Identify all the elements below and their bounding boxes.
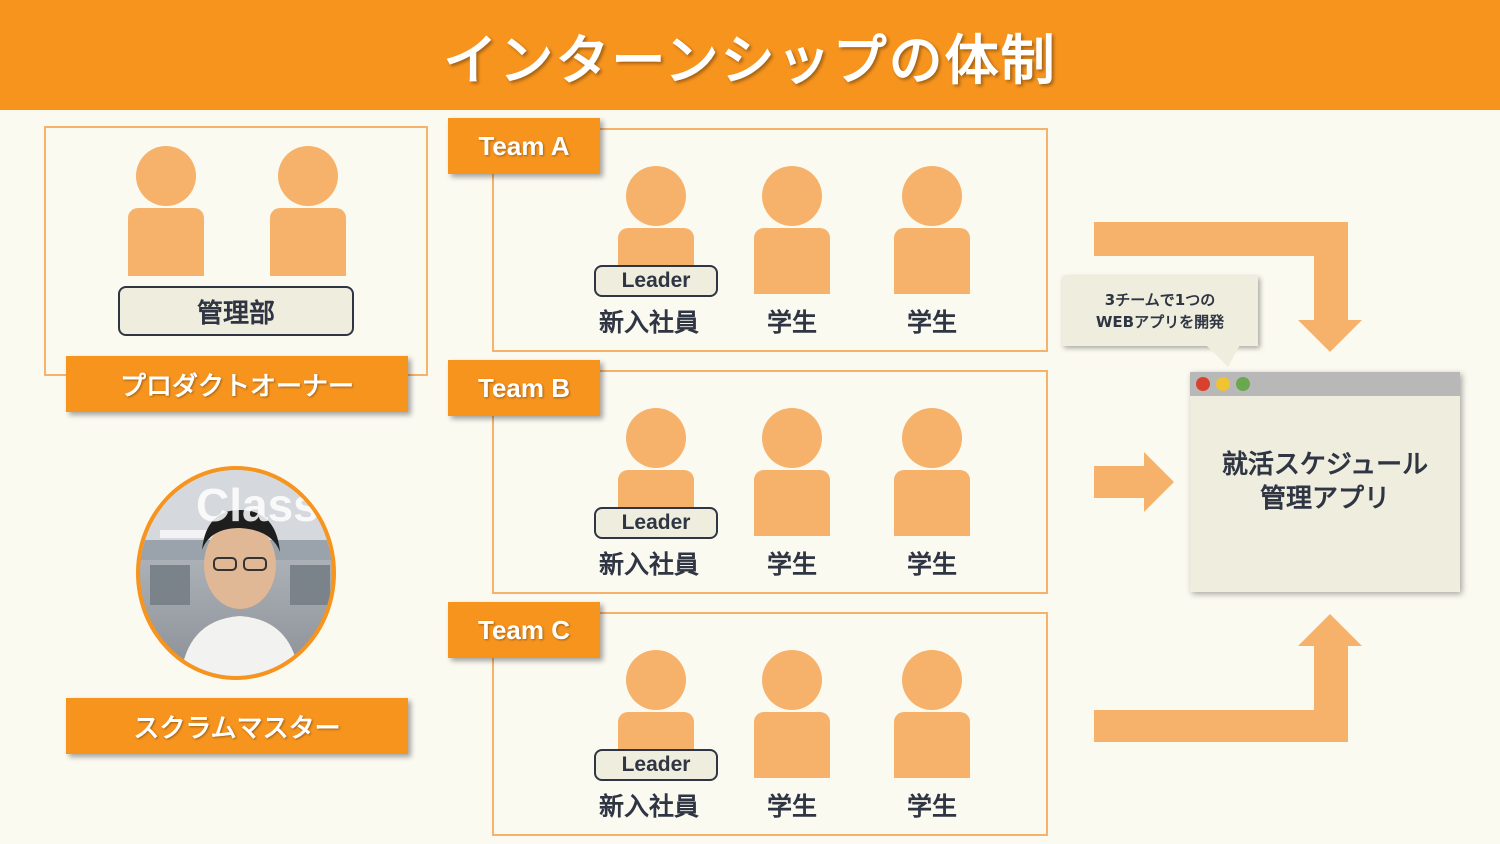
scrum-master-photo: Class [136,466,336,680]
callout-bubble: 3チームで1つの WEBアプリを開発 [1062,276,1258,346]
callout-tail-icon [1206,345,1240,367]
arrow-middle-icon [1094,452,1174,512]
management-box [44,126,428,376]
person-icon [754,408,830,538]
maximize-dot-icon [1236,377,1250,391]
member-label: 学生 [766,550,817,579]
window-titlebar [1190,372,1460,396]
member-label: 学生 [906,308,957,337]
member-label: 学生 [906,550,957,579]
person-icon [754,166,830,296]
header-bar: インターンシップの体制 [0,0,1500,110]
team-tag-a: Team A [448,118,600,174]
team-tag-c: Team C [448,602,600,658]
member-label: 新入社員 [598,550,699,579]
management-label: 管理部 [118,286,354,336]
app-title-line-1: 就活スケジュール [1221,450,1429,480]
member-label: 新入社員 [598,792,699,821]
person-icon [894,166,970,296]
leader-badge: Leader [594,265,718,297]
member-label: 学生 [766,308,817,337]
scrum-master-tag: スクラムマスター [66,698,408,754]
photo-sign-text: Class [196,479,319,531]
minimize-dot-icon [1216,377,1230,391]
team-tag-b: Team B [448,360,600,416]
callout-line-2: WEBアプリを開発 [1095,313,1225,331]
person-icon [894,408,970,538]
person-icon [754,650,830,780]
arrow-bottom-icon [1094,614,1362,742]
team-box-a [492,128,1048,352]
member-label: 新入社員 [598,308,699,337]
person-icon [894,650,970,780]
person-icon [270,146,346,276]
leader-badge: Leader [594,507,718,539]
app-title-line-2: 管理アプリ [1259,484,1390,514]
member-label: 学生 [766,792,817,821]
member-label: 学生 [906,792,957,821]
callout-line-1: 3チームで1つの [1104,291,1216,309]
app-window: 就活スケジュール 管理アプリ [1190,372,1460,592]
team-box-b [492,370,1048,594]
leader-badge: Leader [594,749,718,781]
app-title: 就活スケジュール 管理アプリ [1190,448,1460,516]
product-owner-tag: プロダクトオーナー [66,356,408,412]
page-title: インターンシップの体制 [443,28,1057,92]
close-dot-icon [1196,377,1210,391]
team-box-c [492,612,1048,836]
person-icon [128,146,204,276]
